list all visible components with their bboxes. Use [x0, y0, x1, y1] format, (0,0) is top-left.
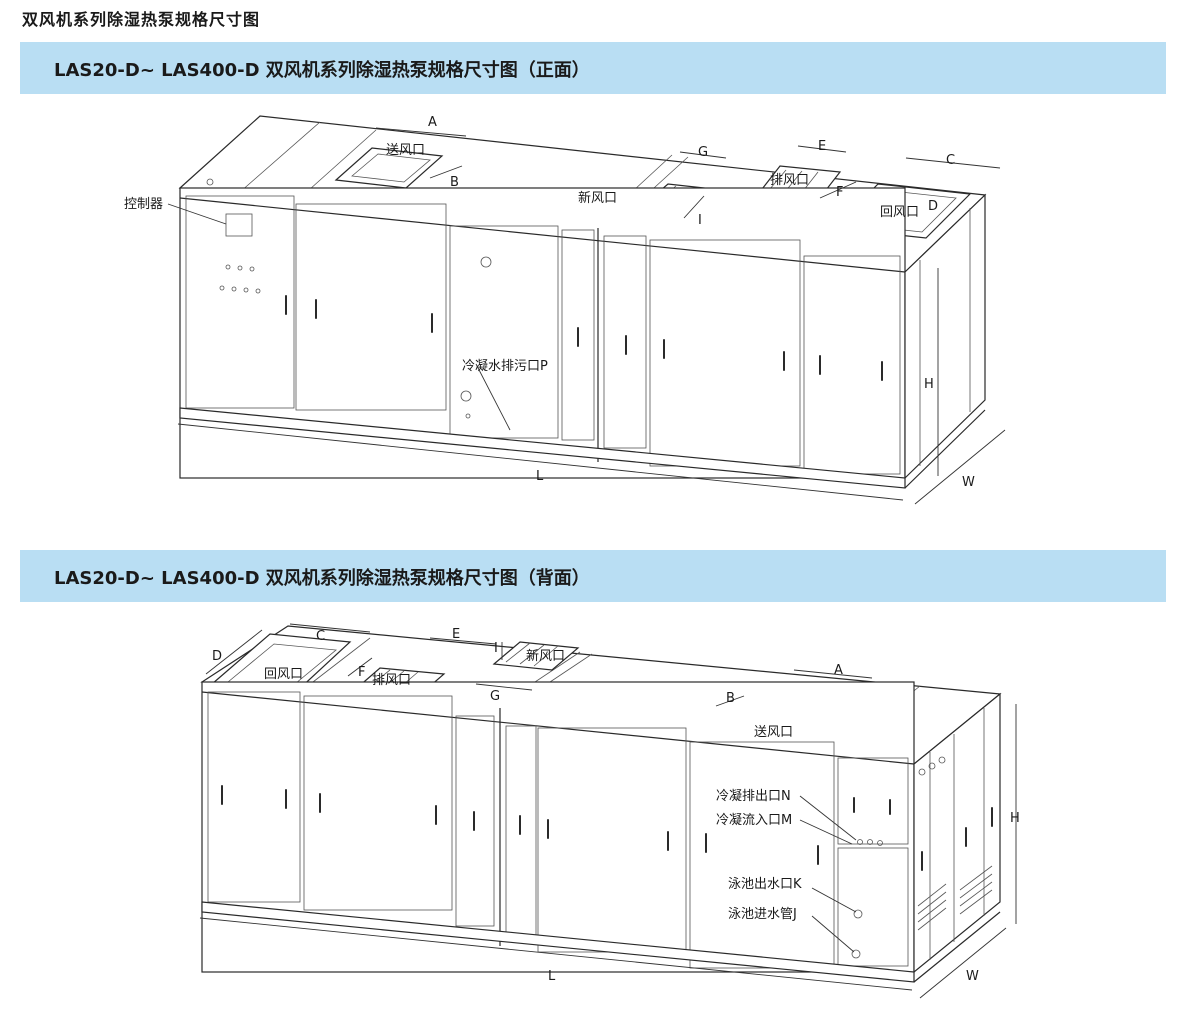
front-view-banner: LAS20-D~ LAS400-D 双风机系列除湿热泵规格尺寸图（正面）: [20, 42, 1166, 94]
label-supply-air: 送风口: [754, 725, 793, 740]
door-panel-2: [303, 695, 453, 911]
dim-C: C: [946, 153, 955, 168]
fresh-air-grille: [492, 641, 580, 671]
dim-W: W: [966, 969, 979, 984]
dim-A: A: [834, 663, 843, 678]
dim-H: H: [924, 377, 934, 392]
door-handles: [285, 295, 883, 381]
dim-G: G: [698, 145, 708, 160]
door-handles: [221, 785, 993, 871]
door-panel-7: [837, 757, 909, 845]
dimension-lines: [199, 623, 1017, 999]
dim-E: E: [818, 139, 826, 154]
label-pool-out: 泳池出水口K: [728, 877, 802, 892]
vent-louvers: [917, 865, 993, 931]
label-condensate-drain: 冷凝水排污口P: [462, 358, 548, 374]
dim-D: D: [212, 649, 222, 664]
dim-F: F: [836, 185, 843, 200]
label-condensate-in: 冷凝流入口M: [716, 812, 792, 828]
label-condensate-out: 冷凝排出口N: [716, 788, 791, 804]
label-supply-air: 送风口: [386, 143, 425, 158]
front-view-drawing: A B G E F I C D H L W 控制器 送风口 新风口 排风口 回风…: [124, 115, 1006, 505]
back-view-banner: LAS20-D~ LAS400-D 双风机系列除湿热泵规格尺寸图（背面）: [20, 550, 1166, 602]
door-panel-1: [207, 691, 301, 903]
unit-front-face: [179, 187, 906, 479]
dim-D: D: [928, 199, 938, 214]
label-controller: 控制器: [124, 197, 163, 212]
label-fresh-air: 新风口: [578, 190, 617, 206]
door-panel-3: [561, 229, 595, 441]
dim-E: E: [452, 627, 460, 642]
door-panel-6: [689, 741, 835, 969]
unit-back-face: [201, 681, 915, 973]
unit-side-face: [913, 692, 1001, 974]
indicator-lights: [219, 264, 261, 294]
dim-I: I: [494, 641, 498, 656]
label-pool-in: 泳池进水管J: [728, 907, 797, 922]
dim-H: H: [1010, 811, 1020, 826]
back-view-drawing: C D E F G I A B H L W 回风口 排风口 新风口 送风口 冷凝…: [199, 623, 1020, 999]
dim-A: A: [428, 115, 437, 130]
door-panel-2: [449, 225, 559, 439]
side-port-circles: [918, 756, 946, 776]
front-view-heading: LAS20-D~ LAS400-D 双风机系列除湿热泵规格尺寸图（正面）: [54, 60, 590, 81]
dim-L: L: [548, 969, 556, 984]
control-panel: [185, 195, 295, 409]
dim-L: L: [536, 469, 544, 484]
controller-box: [225, 213, 253, 237]
dim-B: B: [726, 691, 735, 706]
dim-C: C: [316, 629, 325, 644]
drain-port: [460, 390, 472, 402]
label-exhaust-air: 排风口: [372, 673, 411, 688]
label-fresh-air: 新风口: [526, 648, 565, 664]
door-panel-3: [455, 715, 495, 927]
label-exhaust-air: 排风口: [770, 173, 809, 188]
page-title: 双风机系列除湿热泵规格尺寸图: [22, 10, 261, 29]
door-panel-8: [837, 847, 909, 967]
unit-side-face: [904, 193, 986, 480]
dim-F: F: [358, 665, 365, 680]
water-ports: [851, 839, 883, 959]
door-panel-1: [295, 203, 447, 411]
dim-G: G: [490, 689, 500, 704]
dim-B: B: [450, 175, 459, 190]
port-circle: [480, 256, 492, 268]
label-return-air: 回风口: [880, 205, 919, 220]
dimension-lines: [177, 127, 1006, 505]
dim-I: I: [698, 213, 702, 228]
dim-W: W: [962, 475, 975, 490]
door-panel-4: [603, 235, 647, 449]
back-view-heading: LAS20-D~ LAS400-D 双风机系列除湿热泵规格尺寸图（背面）: [54, 568, 590, 589]
label-return-air: 回风口: [264, 667, 303, 682]
